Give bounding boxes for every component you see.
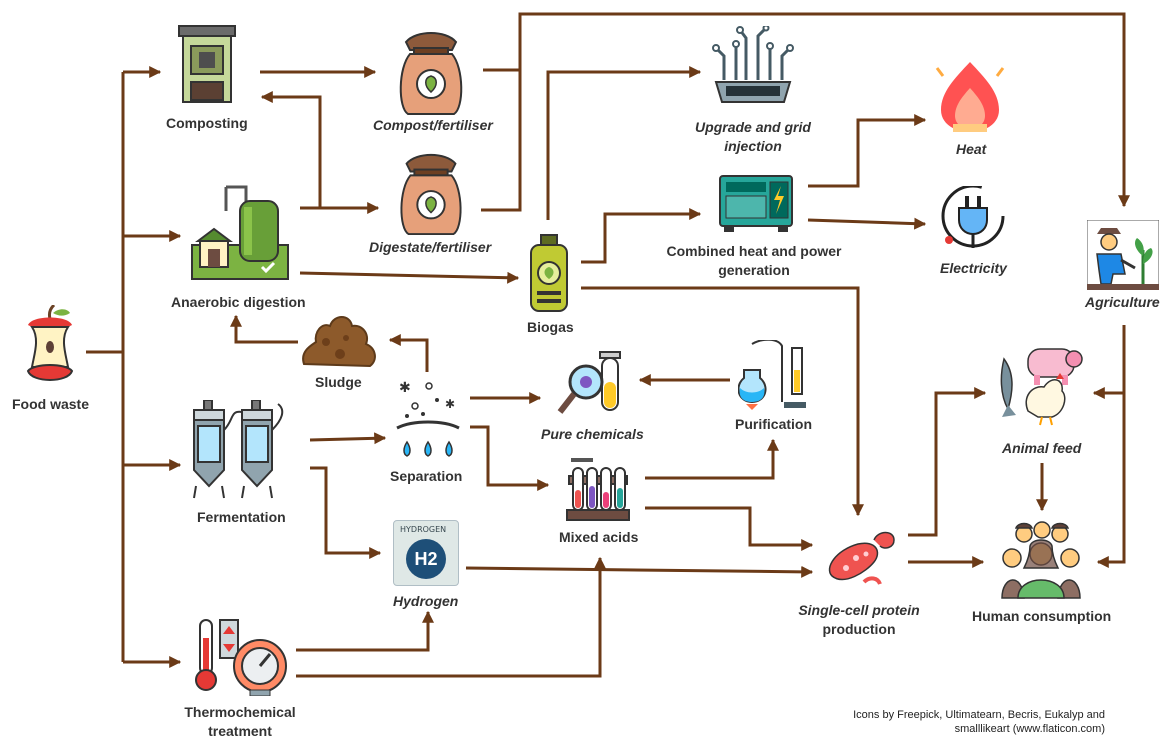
hydrogen-icon-caption: HYDROGEN — [400, 525, 447, 534]
sludge-icon — [302, 316, 376, 368]
label-fermentation: Fermentation — [197, 509, 286, 525]
svg-text:✱: ✱ — [399, 380, 411, 396]
arrow-digestate-agri — [481, 12, 1130, 212]
label-agriculture: Agriculture — [1085, 294, 1160, 310]
arrow-biogas-upgrade — [546, 66, 702, 220]
label-sludge: Sludge — [315, 374, 362, 390]
icon-credit-line2: smalllikeart (www.flaticon.com) — [954, 723, 1105, 735]
icon-credit: Icons by Freepick, Ultimatearn, Becris, … — [800, 708, 1105, 736]
separation-icon: ✱ ✱ — [396, 380, 460, 457]
label-chp: Combined heat and power generation — [666, 242, 842, 280]
grid-injection-icon — [712, 26, 794, 103]
bacteria-icon — [828, 531, 895, 585]
label-composting: Composting — [166, 115, 248, 131]
arrow-digestate-composting — [260, 91, 322, 208]
farmer-icon — [1087, 220, 1159, 290]
arrow-thermo-hydrogen — [296, 610, 434, 652]
fermentation-tanks-icon — [193, 400, 284, 499]
label-scp-line1: Single-cell protein — [798, 602, 920, 618]
arrow-ad-biogas — [299, 271, 520, 284]
arrow-agri-down — [1096, 325, 1126, 568]
arrow-chp-electricity — [807, 217, 927, 230]
label-upgrade-line2: injection — [724, 138, 782, 154]
arrow-sep-mixed — [470, 425, 550, 491]
distillation-icon — [738, 340, 806, 410]
flame-icon — [935, 62, 1005, 132]
apple-core-icon — [26, 305, 74, 381]
label-scp: Single-cell protein production — [793, 601, 925, 639]
label-compost: Compost/fertiliser — [373, 117, 493, 133]
power-plug-icon — [941, 186, 1005, 248]
thermometer-gauge-icon — [195, 619, 287, 696]
label-purification: Purification — [735, 416, 813, 432]
label-digestate: Digestate/fertiliser — [369, 239, 492, 255]
arrow-mixed-purif — [645, 438, 779, 480]
arrow-scp-feed — [908, 387, 987, 537]
label-scp-line2: production — [822, 621, 896, 637]
label-pure-chemicals: Pure chemicals — [541, 426, 644, 442]
svg-text:✱: ✱ — [445, 397, 455, 411]
label-food-waste: Food waste — [12, 396, 90, 412]
arrow-ferm-separation — [309, 432, 387, 445]
hydrogen-icon: HYDROGEN H2 — [393, 520, 459, 586]
livestock-icon — [1000, 348, 1083, 426]
people-group-icon — [1001, 521, 1081, 599]
generator-icon — [719, 175, 793, 232]
arrow-h2-scp — [465, 565, 814, 578]
arrow-mixed-scp — [645, 506, 814, 551]
arrow-sludge-ad — [230, 314, 298, 344]
label-upgrade: Upgrade and grid injection — [682, 118, 824, 156]
label-mixed-acids: Mixed acids — [559, 529, 639, 545]
label-human-consumption: Human consumption — [972, 608, 1112, 624]
hydrogen-icon-symbol: H2 — [406, 539, 446, 579]
arrow-biogas-scp — [581, 286, 864, 517]
icon-credit-line1: Icons by Freepick, Ultimatearn, Becris, … — [853, 709, 1105, 721]
test-tube-magnifier-icon — [557, 351, 621, 414]
label-separation: Separation — [390, 468, 463, 484]
label-biogas: Biogas — [527, 319, 574, 335]
digestate-sack-icon — [400, 153, 462, 236]
arrow-separation-sludge — [388, 334, 429, 372]
label-electricity: Electricity — [940, 260, 1007, 276]
label-thermochemical: Thermochemical treatment — [184, 704, 296, 739]
arrow-biogas-chp — [581, 208, 702, 264]
arrow-ferm-hydrogen — [310, 466, 382, 559]
label-animal-feed: Animal feed — [1002, 440, 1082, 456]
label-heat: Heat — [956, 141, 987, 157]
biogas-cylinder-icon — [530, 234, 568, 312]
label-upgrade-line1: Upgrade and grid — [695, 119, 811, 135]
test-tube-rack-icon — [566, 458, 630, 521]
label-chp-line2: generation — [718, 262, 790, 278]
compost-sack-icon — [399, 32, 463, 115]
arrow-thermo-scp — [296, 556, 606, 678]
label-hydrogen: Hydrogen — [393, 593, 459, 609]
arrow-chp-heat — [808, 114, 927, 188]
compost-bin-icon — [178, 25, 236, 103]
label-anaerobic-digestion: Anaerobic digestion — [171, 294, 306, 310]
digester-plant-icon — [191, 185, 289, 280]
label-chp-line1: Combined heat and power — [666, 243, 842, 259]
